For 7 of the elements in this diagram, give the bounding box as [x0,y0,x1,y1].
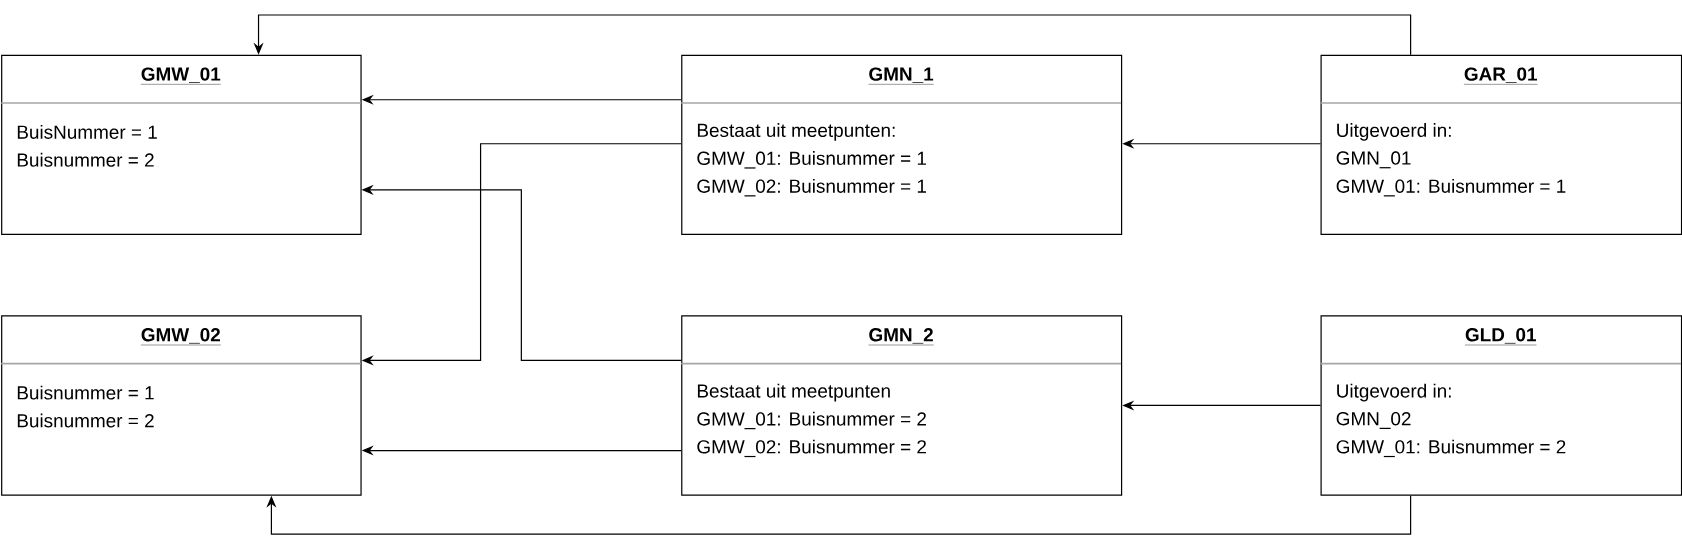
class-box: GMN_2 Bestaat uit meetpunten GMW_01: Buisnummer = 2 GMW_02: Buisnummer = 2 [680,315,1123,496]
class-box: GLD_01 Uitgevoerd in: GMN_02 GMW_01: Buisnummer = 2 [1319,315,1682,496]
arrow [266,495,1412,535]
class-box: GAR_01 Uitgevoerd in: GMN_01 GMW_01: Buisnummer = 1 [1319,54,1682,236]
class-box: GMN_1 Bestaat uit meetpunten: GMW_01: Buisnummer = 1 GMW_02: Buisnummer = 1 [680,54,1123,236]
class-box: GMW_01 BuisNummer = 1 Buisnummer = 2 [0,54,362,236]
class-box: GMW_02 Buisnummer = 1 Buisnummer = 2 [0,315,362,496]
